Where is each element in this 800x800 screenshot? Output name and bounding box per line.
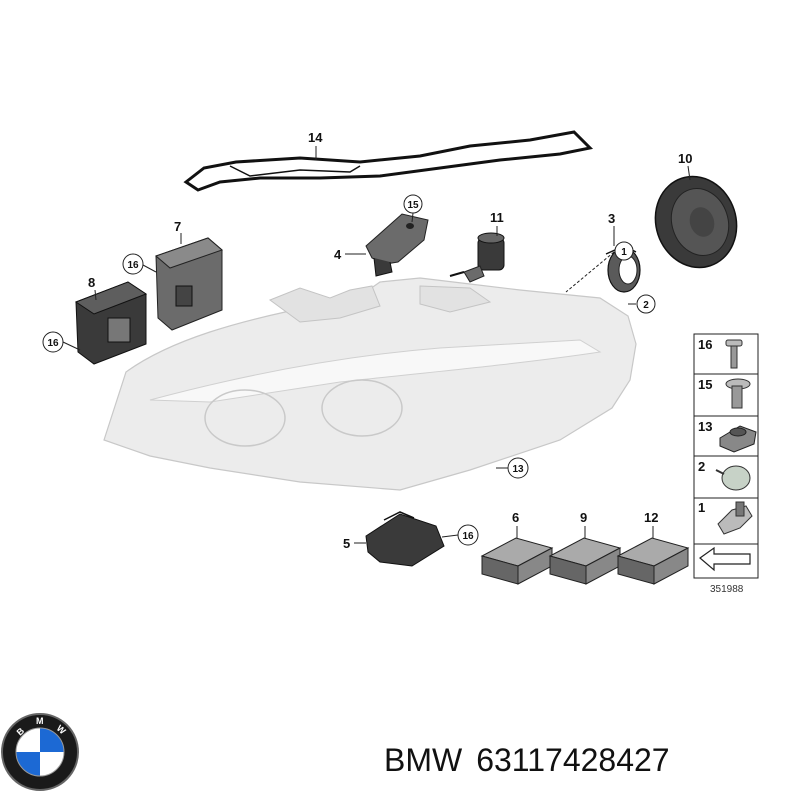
svg-text:16: 16 xyxy=(462,531,474,542)
circle-callout-16-c: 16 xyxy=(457,524,479,546)
control-unit-8 xyxy=(74,281,148,365)
svg-text:2: 2 xyxy=(643,300,649,311)
circle-callout-1: 1 xyxy=(614,241,634,261)
callout-14: 14 xyxy=(308,130,323,145)
adjuster-icon xyxy=(719,425,757,453)
headlight-housing xyxy=(103,277,637,491)
part-caption: BMW 63117428427 xyxy=(384,742,794,786)
callout-5: 5 xyxy=(343,536,350,551)
callout-6: 6 xyxy=(512,510,519,525)
box-12 xyxy=(616,537,690,585)
legend-item-2: 2 xyxy=(698,459,705,474)
circle-callout-16-a: 16 xyxy=(122,253,144,275)
circle-callout-16-b: 16 xyxy=(42,331,64,353)
module-5 xyxy=(365,511,445,567)
svg-text:1: 1 xyxy=(621,247,627,258)
callout-9: 9 xyxy=(580,510,587,525)
callout-3: 3 xyxy=(608,211,615,226)
callout-12: 12 xyxy=(644,510,658,525)
legend-item-1: 1 xyxy=(698,500,705,515)
svg-text:16: 16 xyxy=(127,260,139,271)
circle-callout-2: 2 xyxy=(636,294,656,314)
svg-text:13: 13 xyxy=(512,464,524,475)
circle-callout-15: 15 xyxy=(403,194,423,214)
diagram-reference-number: 351988 xyxy=(710,584,744,595)
callout-11: 11 xyxy=(490,210,504,225)
callout-4: 4 xyxy=(334,247,342,262)
clip-icon xyxy=(717,501,753,535)
svg-text:16: 16 xyxy=(47,338,59,349)
svg-text:B: B xyxy=(15,725,27,737)
reference-arrow-box xyxy=(693,543,759,579)
legend-item-15: 15 xyxy=(698,377,712,392)
control-unit-7 xyxy=(155,237,223,331)
circle-callout-13: 13 xyxy=(507,457,529,479)
fastener-legend: 16 15 13 2 1 xyxy=(693,333,759,545)
legend-item-13: 13 xyxy=(698,419,712,434)
legend-item-16: 16 xyxy=(698,337,712,352)
actuator-11 xyxy=(449,232,505,283)
callout-10: 10 xyxy=(678,151,692,166)
part-number: 63117428427 xyxy=(476,742,670,778)
cover-cap-10 xyxy=(654,175,738,269)
callout-8: 8 xyxy=(88,275,95,290)
leader-lines xyxy=(62,146,691,544)
bmw-logo: B M W xyxy=(1,713,79,791)
bulb-icon xyxy=(715,465,751,491)
bracket-4 xyxy=(365,213,429,277)
brand-name: BMW xyxy=(384,742,463,778)
svg-text:M: M xyxy=(36,716,44,726)
box-9 xyxy=(548,537,622,585)
bolt-icon xyxy=(725,378,751,409)
svg-text:15: 15 xyxy=(407,200,419,211)
screw-icon xyxy=(725,339,743,369)
seal-strip-14 xyxy=(183,130,594,192)
callout-7: 7 xyxy=(174,219,181,234)
box-6 xyxy=(480,537,554,585)
